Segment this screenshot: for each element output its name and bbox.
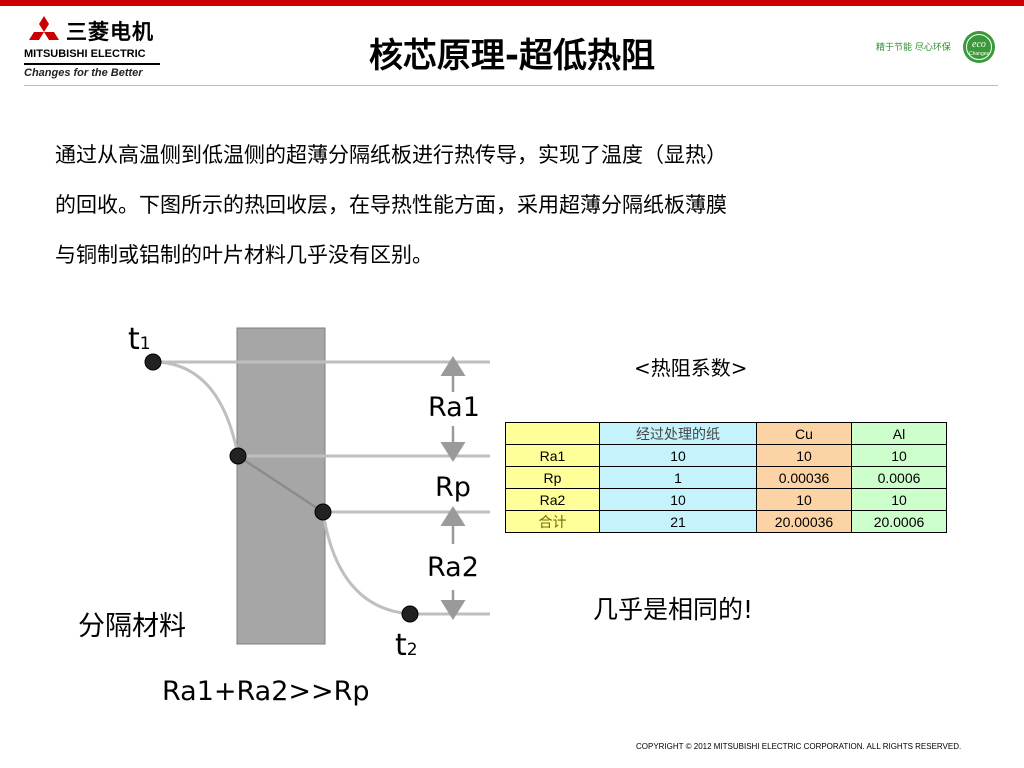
table-total-row: 合计 21 20.00036 20.0006 (505, 510, 947, 533)
row-label: Rp (505, 466, 600, 489)
row-label: Ra1 (505, 444, 600, 467)
cell-paper: 10 (599, 488, 757, 511)
cell-cu: 10 (756, 444, 852, 467)
temperature-line-middle (237, 454, 324, 514)
separator-wall (236, 327, 326, 645)
brand-tagline: Changes for the Better (24, 67, 143, 79)
cell-al: 10 (851, 444, 947, 467)
cell-cu: 10 (756, 488, 852, 511)
intro-paragraph: 通过从高温侧到低温侧的超薄分隔纸板进行热传导，实现了温度（显热） 的回收。下图所… (55, 130, 975, 280)
intro-line-3: 与铜制或铝制的叶片材料几乎没有区别。 (55, 243, 433, 267)
label-t2-main: t (395, 628, 407, 663)
table-header-row: 经过处理的纸 Cu Al (505, 422, 947, 445)
eco-changes-badge-icon: eco Changes (963, 31, 995, 63)
header-cell-al: Al (851, 422, 947, 445)
eco-badge-sub: Changes (969, 51, 990, 57)
cell-al: 0.0006 (851, 466, 947, 489)
table-title: <热阻系数> (634, 356, 748, 380)
label-t1: t1 (128, 322, 151, 357)
table-row: Rp 1 0.00036 0.0006 (505, 466, 947, 489)
label-t1-main: t (128, 322, 140, 357)
logo-divider (24, 63, 160, 65)
thermal-resistance-table: 经过处理的纸 Cu Al Ra1 10 10 10 Rp 1 0.00036 0… (505, 422, 947, 533)
cell-paper: 10 (599, 444, 757, 467)
header-cell-paper: 经过处理的纸 (599, 422, 757, 445)
top-accent-bar (0, 0, 1024, 6)
point-wall-cold (314, 503, 332, 521)
label-ra1: Ra1 (428, 392, 480, 423)
header-divider (24, 85, 998, 86)
label-material: 分隔材料 (78, 611, 186, 642)
temperature-points (144, 353, 419, 623)
three-diamonds-icon (29, 16, 59, 40)
label-ra2: Ra2 (427, 552, 479, 583)
intro-line-2: 的回收。下图所示的热回收层，在导热性能方面，采用超薄分隔纸板薄膜 (55, 193, 727, 217)
cell-al: 10 (851, 488, 947, 511)
header-cell-cu: Cu (756, 422, 852, 445)
mitsubishi-logo: 三菱电机 MITSUBISHI ELECTRIC Changes for the… (24, 14, 164, 80)
point-t2 (401, 605, 419, 623)
cell-paper: 21 (599, 510, 757, 533)
temperature-curve-lower (321, 511, 411, 616)
header-cell-empty (505, 422, 600, 445)
table-row: Ra1 10 10 10 (505, 444, 947, 467)
label-rp: Rp (435, 472, 471, 503)
formula: Ra1+Ra2>>Rp (162, 676, 370, 707)
temperature-curve-upper (152, 360, 240, 457)
eco-badge-text: eco (972, 39, 986, 50)
label-t1-sub: 1 (139, 334, 151, 354)
brand-name-cn: 三菱电机 (66, 20, 154, 44)
page-title: 核芯原理-超低热阻 (368, 36, 656, 76)
brand-name-en: MITSUBISHI ELECTRIC (24, 48, 146, 60)
copyright-notice: COPYRIGHT © 2012 MITSUBISHI ELECTRIC COR… (636, 742, 962, 751)
cell-cu: 0.00036 (756, 466, 852, 489)
cell-cu: 20.00036 (756, 510, 852, 533)
point-wall-hot (229, 447, 247, 465)
row-label-total: 合计 (505, 510, 600, 533)
row-label: Ra2 (505, 488, 600, 511)
cell-paper: 1 (599, 466, 757, 489)
conclusion-text: 几乎是相同的! (593, 595, 754, 624)
eco-slogan: 精于节能 尽心环保 (876, 43, 951, 53)
table-row: Ra2 10 10 10 (505, 488, 947, 511)
intro-line-1: 通过从高温侧到低温侧的超薄分隔纸板进行热传导，实现了温度（显热） (55, 143, 727, 167)
label-t2: t2 (395, 628, 418, 663)
cell-al: 20.0006 (851, 510, 947, 533)
label-t2-sub: 2 (406, 640, 418, 660)
eco-logo: 精于节能 尽心环保 eco Changes (876, 28, 1000, 68)
